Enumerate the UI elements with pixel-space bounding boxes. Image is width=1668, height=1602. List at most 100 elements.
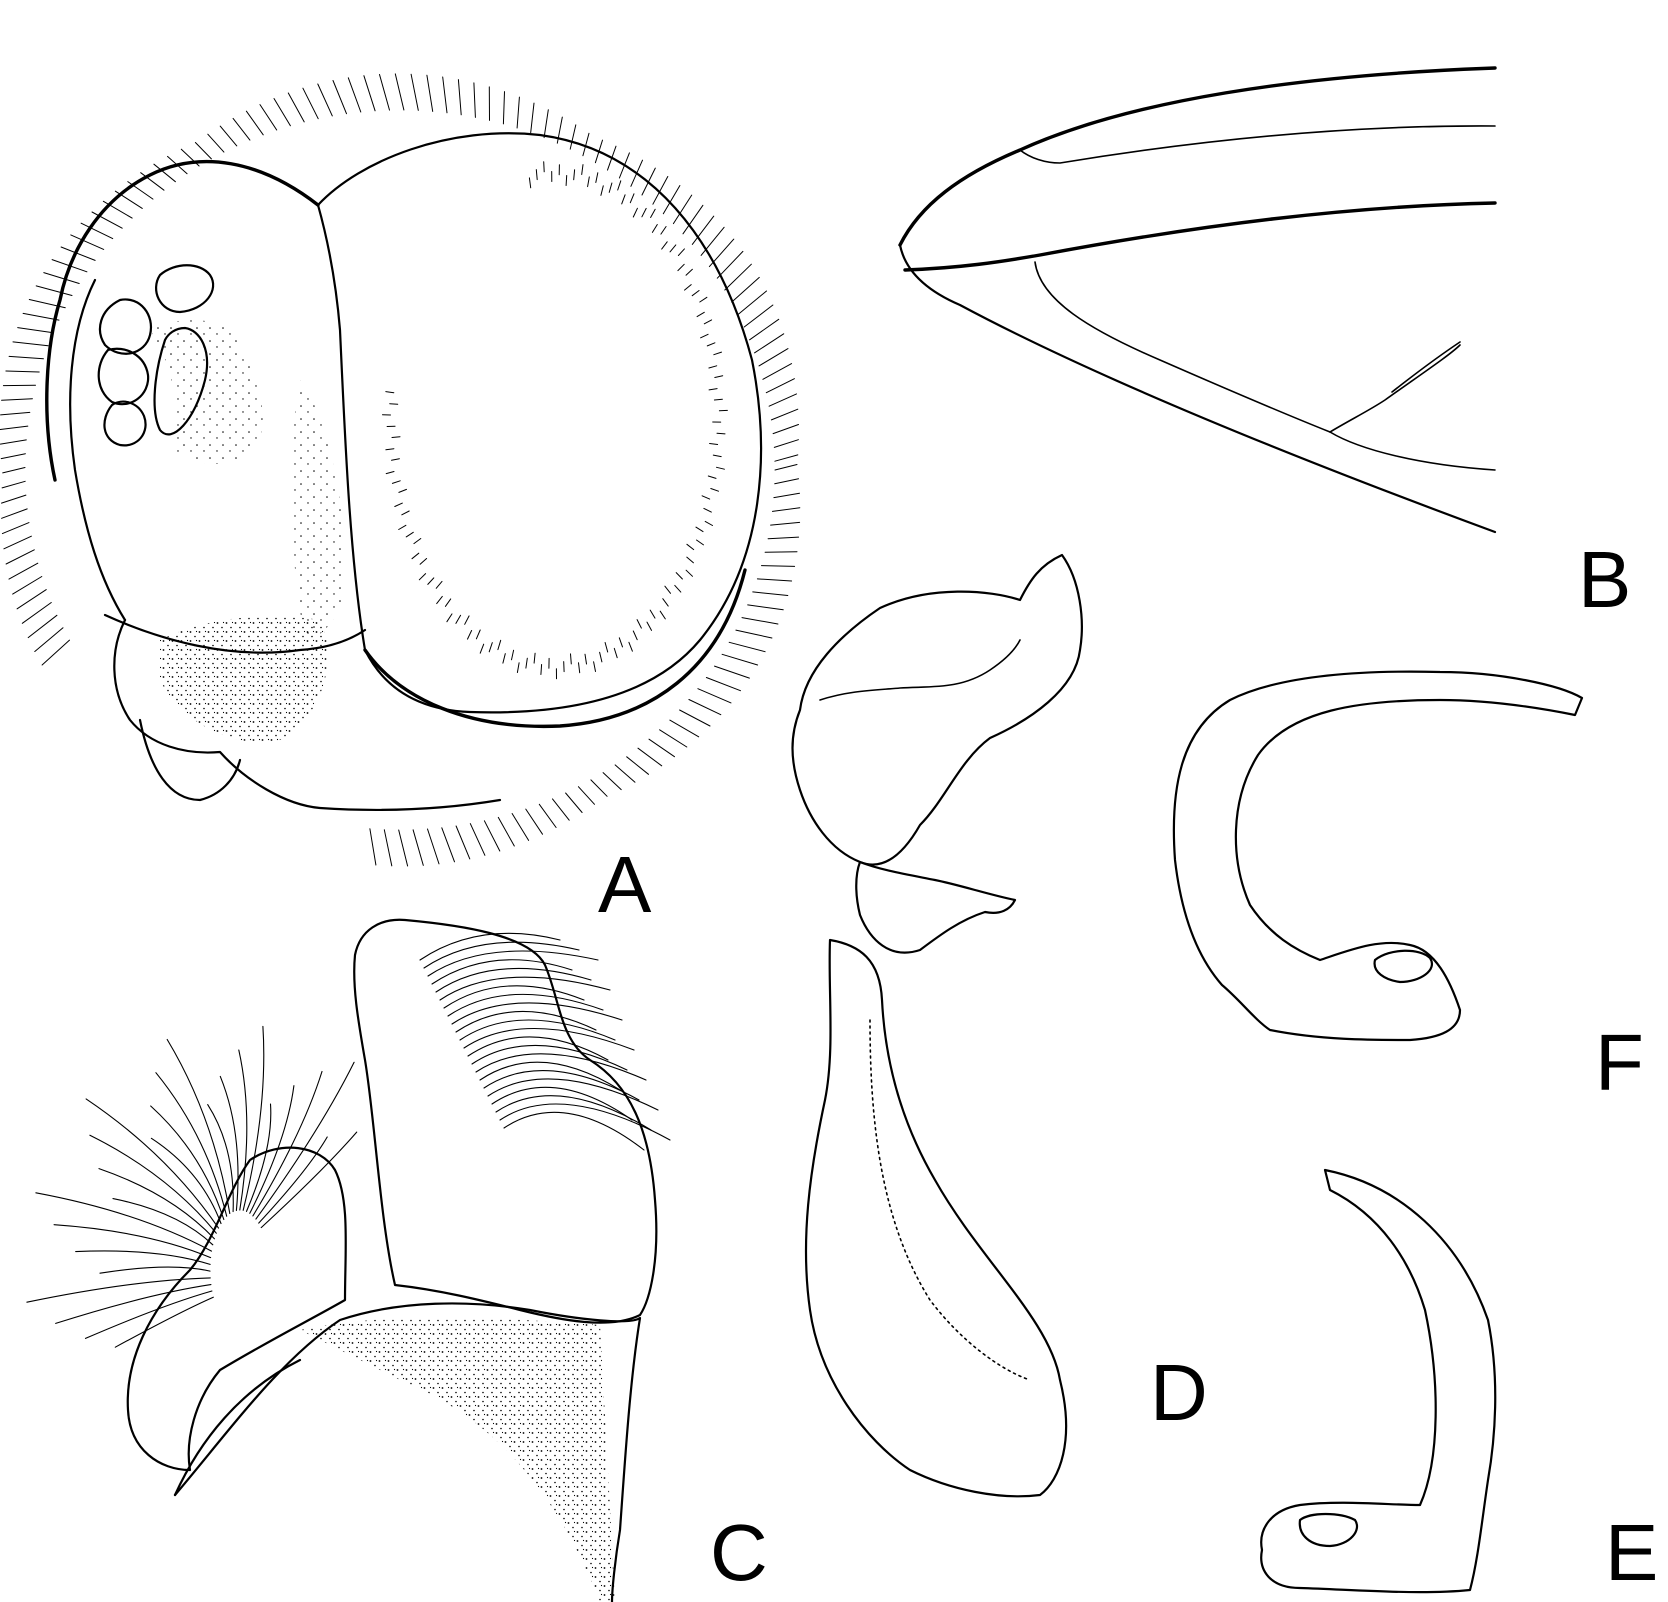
seta-stroke <box>114 1296 214 1348</box>
seta-stroke <box>497 816 515 847</box>
seta-stroke <box>150 1137 222 1225</box>
seta-stroke <box>488 642 493 653</box>
seta-stroke <box>613 647 618 659</box>
seta-stroke <box>419 558 428 565</box>
seta-stroke <box>471 1044 628 1071</box>
seta-stroke <box>696 539 704 546</box>
seta-stroke <box>716 250 744 279</box>
seta-stroke <box>391 480 401 484</box>
seta-stroke <box>75 1250 211 1265</box>
seta-stroke <box>487 1078 659 1111</box>
seta-stroke <box>12 341 49 347</box>
seta-stroke <box>55 1284 212 1324</box>
panel-label-a: A <box>598 840 652 929</box>
seta-stroke <box>249 1085 295 1214</box>
seta-stroke <box>659 729 688 748</box>
seta-stroke <box>699 296 708 303</box>
seta-stroke <box>411 552 420 560</box>
seta-stroke <box>685 268 693 276</box>
seta-stroke <box>1 494 27 504</box>
seta-stroke <box>710 488 719 492</box>
seta-stroke <box>626 756 649 775</box>
seta-stroke <box>219 1075 239 1211</box>
seta-stroke <box>1 480 26 489</box>
seta-stroke <box>412 829 424 866</box>
seta-stroke <box>463 1027 635 1051</box>
seta-stroke <box>84 1290 213 1339</box>
seta-stroke <box>621 194 626 205</box>
seta-stroke <box>614 764 636 783</box>
seta-stroke <box>383 829 393 867</box>
seta-stroke <box>398 488 407 493</box>
seta-stroke <box>99 1266 211 1274</box>
seta-stroke <box>675 572 683 580</box>
seta-stroke <box>770 521 801 526</box>
seta-stroke <box>516 662 520 673</box>
seta-stroke <box>604 642 609 653</box>
seta-stroke <box>773 492 800 499</box>
seta-stroke <box>714 375 724 378</box>
seta-stroke <box>369 828 377 866</box>
seta-stroke <box>590 779 608 797</box>
seta-stroke <box>707 475 717 479</box>
seta-stroke <box>1 508 28 519</box>
seta-stroke <box>502 91 505 125</box>
genital-setae <box>26 932 671 1348</box>
seta-stroke <box>660 226 667 235</box>
seta-stroke <box>459 1019 616 1041</box>
seta-stroke <box>419 932 561 961</box>
seta-stroke <box>716 432 726 435</box>
seta-stroke <box>565 792 583 813</box>
seta-stroke <box>1 398 33 401</box>
panel-label-e: E <box>1605 1508 1658 1597</box>
panel-d-aedeagus-drawing <box>791 553 1083 1498</box>
seta-stroke <box>772 424 799 435</box>
panel-label-d: D <box>1150 1348 1208 1437</box>
seta-stroke <box>632 207 638 218</box>
seta-stroke <box>5 549 35 565</box>
seta-stroke <box>21 602 52 624</box>
seta-stroke <box>691 215 715 245</box>
seta-stroke <box>451 1002 623 1025</box>
seta-stroke <box>511 649 515 661</box>
seta-stroke <box>540 664 543 675</box>
seta-stroke <box>714 665 750 679</box>
seta-stroke <box>455 825 471 860</box>
seta-stroke <box>582 132 590 157</box>
seta-stroke <box>617 180 622 191</box>
seta-stroke <box>475 1053 647 1081</box>
seta-stroke <box>464 615 470 625</box>
seta-stroke <box>398 829 409 867</box>
seta-stroke <box>473 82 476 118</box>
seta-stroke <box>595 172 599 183</box>
seta-stroke <box>503 1111 645 1151</box>
seta-stroke <box>530 102 535 134</box>
seta-stroke <box>535 169 538 181</box>
seta-stroke <box>443 985 585 1009</box>
seta-stroke <box>703 319 713 325</box>
seta-stroke <box>713 398 723 401</box>
seta-stroke <box>431 959 573 985</box>
seta-stroke <box>709 443 719 445</box>
seta-stroke <box>53 1224 212 1259</box>
seta-stroke <box>423 941 580 969</box>
seta-stroke <box>80 222 114 240</box>
seta-stroke <box>435 967 592 993</box>
seta-stroke <box>636 619 642 629</box>
seta-stroke <box>768 393 797 407</box>
seta-stroke <box>394 502 403 507</box>
seta-stroke <box>41 639 70 666</box>
seta-stroke <box>60 246 96 261</box>
seta-stroke <box>0 439 27 445</box>
seta-stroke <box>389 403 399 405</box>
seta-stroke <box>483 1070 640 1101</box>
seta-stroke <box>427 577 435 585</box>
seta-stroke <box>499 1103 671 1141</box>
seta-stroke <box>569 124 577 150</box>
seta-stroke <box>637 747 663 767</box>
seta-stroke <box>608 182 613 193</box>
seta-stroke <box>762 363 793 380</box>
seta-stroke <box>2 467 26 474</box>
seta-stroke <box>273 98 291 127</box>
